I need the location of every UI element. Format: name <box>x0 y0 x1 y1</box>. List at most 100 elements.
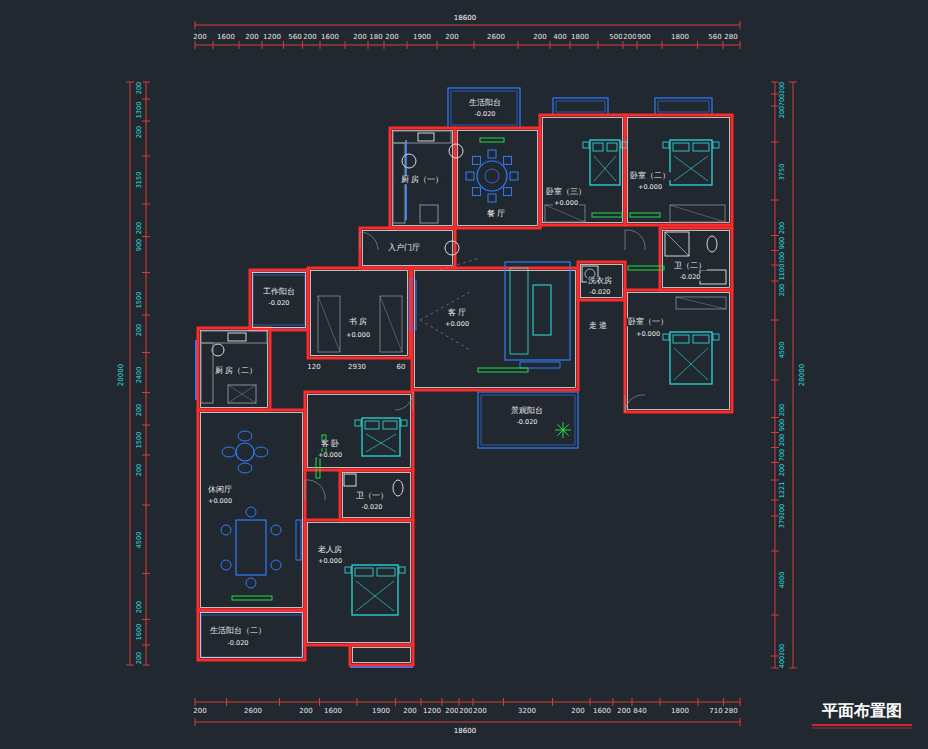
dimension-tick <box>789 668 797 669</box>
wall-inner <box>308 523 411 643</box>
total-dimension: 18600 <box>453 15 477 22</box>
dimension-tick <box>142 573 150 574</box>
dimension-tick <box>598 41 599 49</box>
dimension-text: 200 <box>779 105 786 119</box>
cabinet <box>296 520 301 560</box>
wall <box>198 410 305 610</box>
desk-chair <box>246 507 256 517</box>
kitchen-island <box>228 385 256 403</box>
dimension-text: 200 <box>384 34 399 41</box>
kitchen-counter <box>201 331 267 343</box>
pillow <box>377 568 395 576</box>
elevation-text: +0.000 <box>553 200 579 207</box>
dimension-text: 200 <box>779 283 786 297</box>
dimension-text: 200 <box>136 463 143 477</box>
kitchen-island <box>228 385 256 403</box>
bed <box>352 565 398 615</box>
dimension-tick <box>632 698 633 706</box>
dimension-tick <box>320 41 321 49</box>
dimension-text: 1900 <box>371 708 391 715</box>
wardrobe-door <box>592 213 622 217</box>
dining-desk <box>236 520 266 575</box>
dimension-tick <box>368 41 369 49</box>
room-name: 书 房 <box>348 318 368 326</box>
dimension-text: 2930 <box>347 364 367 371</box>
dimension-tick <box>662 41 663 49</box>
title-underline <box>812 724 912 726</box>
dimension-text: 200 <box>192 708 207 715</box>
dimension-tick <box>723 41 724 49</box>
lounge-chair <box>238 463 252 473</box>
dimension-tick <box>195 41 196 49</box>
dimension-tick <box>195 698 196 706</box>
dimension-tick <box>740 41 741 49</box>
shower <box>665 232 689 256</box>
dimension-text: 200 <box>302 34 317 41</box>
dimension-tick <box>283 41 284 49</box>
marker-circle <box>212 344 224 356</box>
dimension-tick <box>195 718 196 726</box>
tv-cabinet <box>478 368 528 372</box>
dimension-tick <box>590 698 591 706</box>
dimension-tick <box>142 352 150 353</box>
dimension-text: 1600 <box>592 708 612 715</box>
dimension-text: 280 <box>723 34 738 41</box>
dimension-text: 1600 <box>323 708 343 715</box>
dimension-text: 200 <box>136 125 143 139</box>
dining-chair <box>488 150 496 158</box>
bed-cover <box>594 156 616 181</box>
wall-inner <box>201 613 303 658</box>
room-name: 卧室（一） <box>627 318 669 326</box>
dimension-line <box>775 82 776 668</box>
title-underline <box>812 728 912 729</box>
dimension-text: 200 <box>136 323 143 337</box>
bed-cover <box>366 434 396 452</box>
dimension-text: 200 <box>136 221 143 235</box>
dimension-tick <box>126 665 134 666</box>
fridge <box>420 205 438 223</box>
dimension-text: 1500 <box>136 291 143 310</box>
pillow <box>693 143 709 151</box>
dimension-tick <box>740 21 741 29</box>
wall-inner <box>581 265 623 298</box>
dimension-tick <box>239 41 240 49</box>
desk-chair <box>271 560 281 570</box>
dining-chair <box>472 156 480 164</box>
dimension-tick <box>142 121 150 122</box>
nightstand <box>399 567 405 573</box>
wall <box>625 290 732 412</box>
dimension-text: 1100 <box>779 263 786 282</box>
plant <box>555 430 563 431</box>
stove <box>228 333 246 341</box>
pillow <box>355 568 373 576</box>
dimension-tick <box>723 698 724 706</box>
window-frame <box>556 101 605 112</box>
bed-cover <box>356 581 394 611</box>
window-frame <box>553 98 608 115</box>
bed-cover <box>674 348 708 380</box>
dimension-tick <box>740 718 741 726</box>
dimension-text: 200 <box>192 34 207 41</box>
room-name: 走 道 <box>588 322 608 330</box>
bed-cover <box>594 156 616 181</box>
dimension-text: 200 <box>616 708 631 715</box>
door-swing <box>395 392 413 410</box>
dimension-text: 200 <box>570 708 585 715</box>
dimension-tick <box>142 619 150 620</box>
dimension-tick <box>474 41 475 49</box>
plant <box>563 424 569 430</box>
room-name: 厨 房（一） <box>400 176 444 184</box>
bed-cover <box>674 156 708 181</box>
wall <box>360 228 455 268</box>
dimension-text: 180 <box>368 34 383 41</box>
dimension-tick <box>771 200 779 201</box>
bed-cover <box>356 581 394 611</box>
elevation-text: -0.020 <box>268 300 291 307</box>
plant <box>563 430 564 438</box>
dimension-tick <box>142 82 150 83</box>
dimension-tick <box>771 500 779 501</box>
dimension-tick <box>698 698 699 706</box>
wall-inner <box>393 131 453 226</box>
room-name: 卧室（二） <box>629 172 671 180</box>
